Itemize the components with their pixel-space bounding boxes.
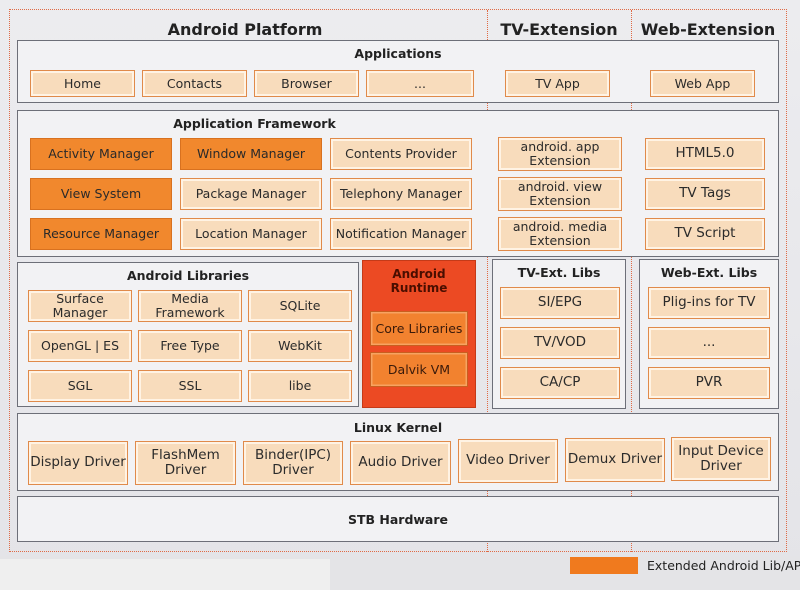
web-ext-libs-title: Web-Ext. Libs	[660, 265, 758, 280]
stb-hardware: STB Hardware	[17, 496, 779, 542]
web-libs-more: ...	[648, 327, 770, 359]
android-view-extension: android. view Extension	[498, 177, 622, 211]
location-manager: Location Manager	[180, 218, 322, 250]
package-manager: Package Manager	[180, 178, 322, 210]
webkit: WebKit	[248, 330, 352, 362]
surface-manager: Surface Manager	[28, 290, 132, 322]
android-runtime-title: Android Runtime	[390, 267, 448, 295]
si-epg: SI/EPG	[500, 287, 620, 319]
outer-frame	[9, 9, 787, 552]
telephony-manager: Telephony Manager	[330, 178, 472, 210]
free-type: Free Type	[138, 330, 242, 362]
activity-manager: Activity Manager	[30, 138, 172, 170]
tv-ext-libs-title: TV-Ext. Libs	[517, 265, 601, 280]
app-home: Home	[30, 70, 135, 97]
notification-manager: Notification Manager	[330, 218, 472, 250]
opengl-es: OpenGL | ES	[28, 330, 132, 362]
applications-title: Applications	[354, 46, 442, 61]
input-device-driver: Input Device Driver	[671, 437, 771, 481]
audio-driver: Audio Driver	[350, 441, 451, 485]
tv-script: TV Script	[645, 218, 765, 250]
flashmem-driver: FlashMem Driver	[135, 441, 236, 485]
tv-extension-title: TV-Extension	[500, 20, 618, 39]
app-web: Web App	[650, 70, 755, 97]
view-system: View System	[30, 178, 172, 210]
ca-cp: CA/CP	[500, 367, 620, 399]
web-extension-title: Web-Extension	[640, 20, 776, 39]
core-libraries: Core Libraries	[370, 311, 468, 346]
app-contacts: Contacts	[142, 70, 247, 97]
plugins-for-tv: Plig-ins for TV	[648, 287, 770, 319]
resource-manager: Resource Manager	[30, 218, 172, 250]
app-browser: Browser	[254, 70, 359, 97]
framework-title: Application Framework	[173, 116, 336, 131]
legend-label: Extended Android Lib/API	[647, 558, 800, 573]
window-manager: Window Manager	[180, 138, 322, 170]
pvr: PVR	[648, 367, 770, 399]
libe: libe	[248, 370, 352, 402]
web-divider	[631, 10, 632, 552]
display-driver: Display Driver	[28, 441, 128, 485]
legend-swatch	[570, 557, 638, 574]
tv-divider	[487, 10, 488, 552]
video-driver: Video Driver	[458, 439, 558, 483]
demux-driver: Demux Driver	[565, 438, 665, 482]
tv-vod: TV/VOD	[500, 327, 620, 359]
android-libraries-title: Android Libraries	[126, 268, 250, 283]
ssl: SSL	[138, 370, 242, 402]
sqlite: SQLite	[248, 290, 352, 322]
android-media-extension: android. media Extension	[498, 217, 622, 251]
dalvik-vm: Dalvik VM	[370, 352, 468, 387]
app-more: ...	[366, 70, 474, 97]
html5: HTML5.0	[645, 138, 765, 170]
bottom-left-shade	[0, 559, 330, 590]
android-platform-title: Android Platform	[167, 20, 323, 39]
app-tv: TV App	[505, 70, 610, 97]
contents-provider: Contents Provider	[330, 138, 472, 170]
sgl: SGL	[28, 370, 132, 402]
binder-ipc-driver: Binder(IPC) Driver	[243, 441, 343, 485]
tv-tags: TV Tags	[645, 178, 765, 210]
linux-kernel-title: Linux Kernel	[353, 420, 443, 435]
media-framework: Media Framework	[138, 290, 242, 322]
android-app-extension: android. app Extension	[498, 137, 622, 171]
